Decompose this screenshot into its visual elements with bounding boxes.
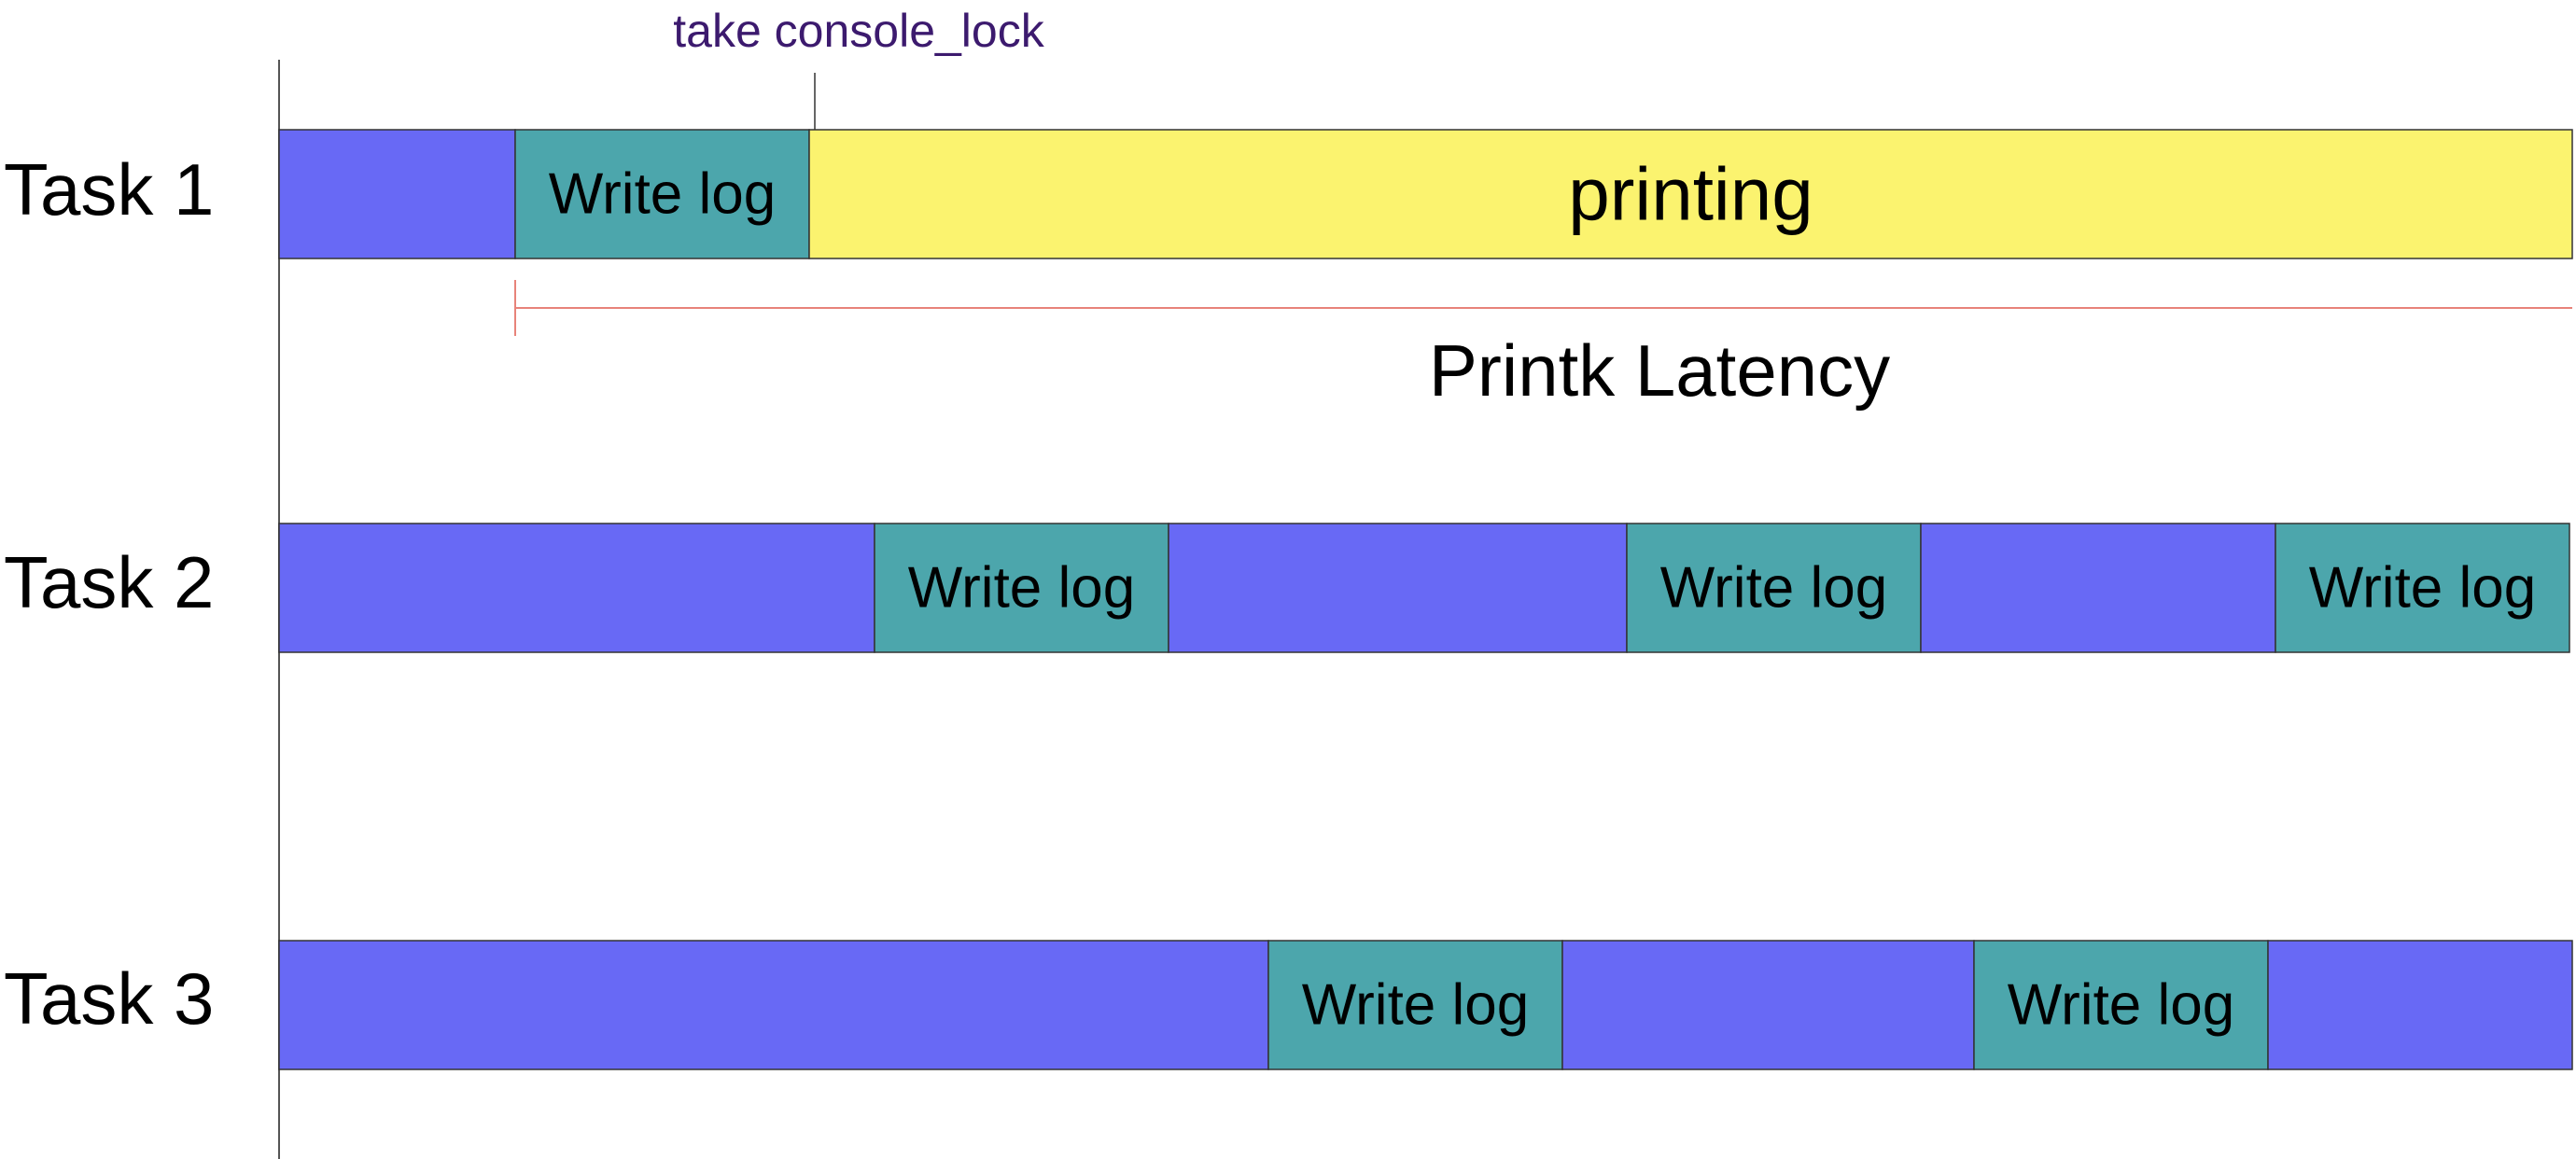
task-2-label: Task 2 <box>4 541 214 623</box>
task-1-printing-label: printing <box>1568 153 1813 236</box>
task-1-printing-segment <box>808 129 2573 259</box>
task-3-write-log-segment <box>1267 940 1563 1070</box>
task-2-write-log-label: Write log <box>908 556 1136 621</box>
task-1-row: Write log printing <box>278 129 2573 259</box>
printk-latency-label: Printk Latency <box>1429 329 1890 412</box>
task-3-idle-segment <box>2267 940 2573 1070</box>
task-3-label: Task 3 <box>4 957 214 1040</box>
task-1-write-log-segment <box>514 129 810 259</box>
task-2-row: Write log Write log Write log <box>278 523 2570 653</box>
task-3-idle-segment <box>1561 940 1975 1070</box>
task-1-write-log-label: Write log <box>549 162 777 227</box>
task-2-idle-segment <box>278 523 875 653</box>
task-2-write-log-segment <box>874 523 1169 653</box>
task-1-idle-segment <box>278 129 516 259</box>
task-3-write-log-segment <box>1973 940 2269 1070</box>
task-2-idle-segment <box>1920 523 2276 653</box>
task-3-write-log-label: Write log <box>2008 973 2235 1038</box>
task-2-write-log-segment <box>2275 523 2570 653</box>
task-3-idle-segment <box>278 940 1269 1070</box>
task-2-write-log-label: Write log <box>2309 556 2537 621</box>
task-3-row: Write log Write log <box>278 940 2573 1070</box>
console-lock-marker-label: take console_lock <box>673 5 1044 57</box>
task-3-write-log-label: Write log <box>1302 973 1530 1038</box>
task-2-write-log-label: Write log <box>1660 556 1888 621</box>
task-2-idle-segment <box>1168 523 1628 653</box>
task-1-label: Task 1 <box>4 148 214 230</box>
task-2-write-log-segment <box>1626 523 1922 653</box>
